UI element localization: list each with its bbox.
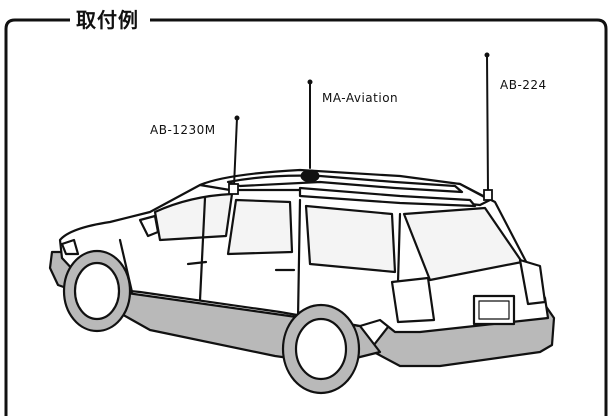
side-mirror [138, 214, 160, 238]
roof-rail-right [298, 186, 477, 208]
label-ab-224: AB-224 [500, 78, 547, 92]
rear-door-line [396, 212, 402, 284]
rear-door-window [304, 204, 397, 274]
rear-wheel [281, 303, 361, 395]
tail-light-right [518, 258, 547, 306]
front-handle [186, 260, 208, 266]
headlight [60, 238, 80, 256]
label-ma-aviation: MA-Aviation [322, 91, 399, 105]
antenna-ab-1230m [228, 115, 240, 195]
front-window [226, 198, 294, 256]
antenna-ma-aviation [300, 79, 320, 183]
front-wheel [62, 249, 132, 333]
windshield [153, 192, 234, 242]
tail-light-left [390, 276, 436, 324]
label-ab-1230m: AB-1230M [150, 123, 216, 137]
section-title: 取付例 [70, 7, 145, 33]
antenna-ab-224 [483, 52, 493, 201]
frame-border [4, 18, 608, 416]
car-illustration [48, 168, 556, 395]
